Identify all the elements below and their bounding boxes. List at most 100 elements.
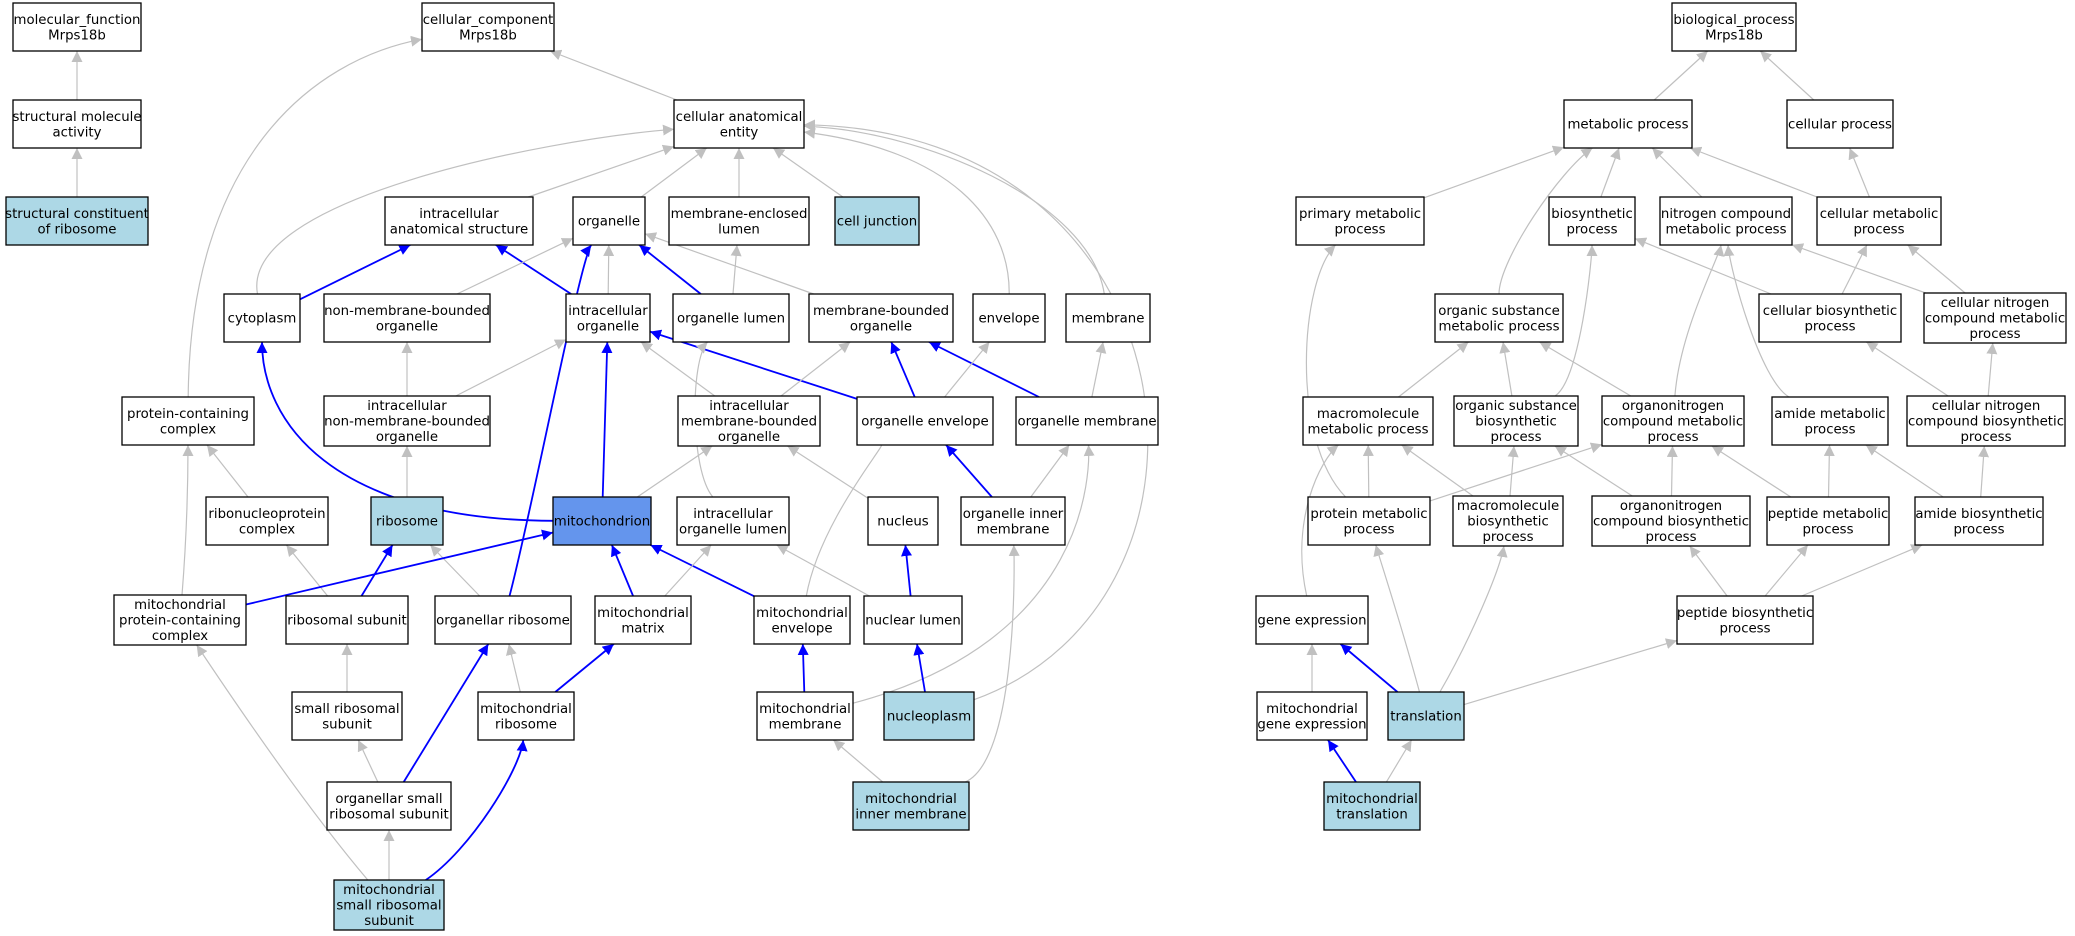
edge-organelle-lumen-to-organelle xyxy=(638,244,702,295)
edge-organelle-inner-membrane-to-organelle-envelope xyxy=(945,444,993,498)
node-nucleus[interactable]: nucleus xyxy=(867,496,939,546)
node-box xyxy=(1065,293,1151,343)
node-label-line: process xyxy=(1960,430,2011,445)
edge-organelle-inner-membrane-to-organelle-membrane xyxy=(1030,444,1070,498)
edge-nuclear-lumen-to-nucleus xyxy=(901,544,912,597)
node-label-line: process xyxy=(1804,422,1855,437)
node-gene-expression[interactable]: gene expression xyxy=(1255,595,1369,645)
node-label-line: mitochondrial xyxy=(480,702,572,717)
edge-layer xyxy=(71,35,1998,881)
node-envelope[interactable]: envelope xyxy=(972,293,1046,343)
edge-organonitrogen-compound-biosynthetic-process-to-organonitrogen-compound-metabolic-process xyxy=(1666,445,1678,497)
node-organellar-ribosome[interactable]: organellar ribosome xyxy=(434,595,572,645)
edge-organic-substance-biosynthetic-process-to-organic-substance-metabolic-process xyxy=(1499,341,1513,397)
node-label-line: membrane-bounded xyxy=(681,415,817,430)
node-organelle-lumen[interactable]: organelle lumen xyxy=(672,293,790,343)
edge-metabolic-process-to-bp-root xyxy=(1653,50,1709,101)
node-label-line: translation xyxy=(1336,807,1408,822)
node-nuclear-lumen[interactable]: nuclear lumen xyxy=(863,595,963,645)
node-box xyxy=(1452,495,1564,547)
node-metabolic-process[interactable]: metabolic process xyxy=(1563,99,1693,149)
node-organelle[interactable]: organelle xyxy=(572,196,646,246)
node-mitochondrion[interactable]: mitochondrion xyxy=(552,496,652,546)
node-label-line: matrix xyxy=(621,621,664,636)
edge-cellular-anatomical-entity-to-cc-root xyxy=(549,49,678,101)
edge-ribosomal-subunit-to-ribosome xyxy=(360,544,394,597)
node-cell-junction[interactable]: cell junction xyxy=(834,196,920,246)
node-cytoplasm[interactable]: cytoplasm xyxy=(223,293,301,343)
node-box xyxy=(477,691,575,741)
node-nucleoplasm[interactable]: nucleoplasm xyxy=(883,691,975,741)
node-membrane[interactable]: membrane xyxy=(1065,293,1151,343)
node-translation[interactable]: translation xyxy=(1387,691,1465,741)
edge-cell-junction-to-cellular-anatomical-entity xyxy=(772,147,844,198)
node-box xyxy=(333,879,445,931)
node-intracellular-nmb-organelle[interactable]: intracellularnon-membrane-boundedorganel… xyxy=(323,395,491,447)
node-label-line: primary metabolic xyxy=(1299,207,1421,222)
node-ribosomal-subunit[interactable]: ribosomal subunit xyxy=(285,595,409,645)
node-label-line: intracellular xyxy=(568,304,648,319)
node-box xyxy=(672,293,790,343)
node-label-line: small ribosomal xyxy=(336,899,441,914)
node-label-line: process xyxy=(1490,430,1541,445)
edge-mitochondrial-membrane-to-organelle-membrane xyxy=(852,444,1095,704)
node-organelle-envelope[interactable]: organelle envelope xyxy=(856,396,994,446)
node-box xyxy=(1923,292,2067,344)
node-box xyxy=(972,293,1046,343)
node-ribosome[interactable]: ribosome xyxy=(370,496,444,546)
node-label-line: process xyxy=(1969,327,2020,342)
edge-mitochondrial-ribosome-to-organellar-ribosome xyxy=(506,643,521,693)
node-organelle-membrane[interactable]: organelle membrane xyxy=(1015,396,1159,446)
node-cellular-process[interactable]: cellular process xyxy=(1786,99,1894,149)
node-label-line: compound biosynthetic xyxy=(1908,415,2064,430)
node-label-line: organonitrogen xyxy=(1620,499,1722,514)
node-label-line: peptide metabolic xyxy=(1768,507,1889,522)
edge-organonitrogen-compound-metabolic-process-to-organic-substance-metabolic-process xyxy=(1539,341,1632,397)
